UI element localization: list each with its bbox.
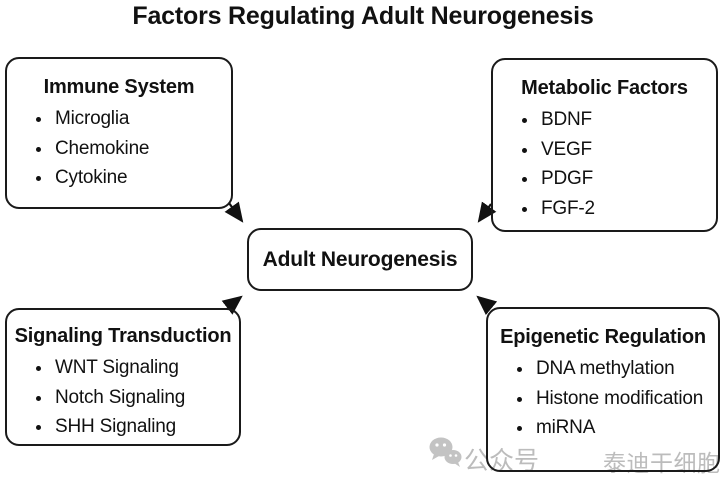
list-item: Notch Signaling xyxy=(53,383,233,413)
factor-box-epigenetic-regulation: Epigenetic Regulation DNA methylationHis… xyxy=(486,307,720,472)
center-node-adult-neurogenesis: Adult Neurogenesis xyxy=(247,228,473,291)
arrow-immune-to-center xyxy=(224,201,244,223)
list-item: FGF-2 xyxy=(539,194,710,224)
factor-list: BDNFVEGFPDGFFGF-2 xyxy=(493,105,716,223)
list-item: BDNF xyxy=(539,105,710,135)
factor-box-title: Immune System xyxy=(43,76,195,98)
list-item: Histone modification xyxy=(534,384,712,414)
factor-box-metabolic-factors: Metabolic Factors BDNFVEGFPDGFFGF-2 xyxy=(491,58,718,232)
factor-list: WNT SignalingNotch SignalingSHH Signalin… xyxy=(7,353,239,442)
list-item: VEGF xyxy=(539,135,710,165)
arrow-metabolic-to-center xyxy=(477,201,497,223)
list-item: SHH Signaling xyxy=(53,412,233,442)
factor-box-title: Metabolic Factors xyxy=(521,77,688,99)
factor-list: MicrogliaChemokineCytokine xyxy=(7,104,231,193)
factor-box-title: Epigenetic Regulation xyxy=(500,326,706,348)
list-item: Chemokine xyxy=(53,134,225,164)
wechat-icon xyxy=(429,437,462,467)
list-item: miRNA xyxy=(534,413,712,443)
list-item: PDGF xyxy=(539,164,710,194)
factor-box-title: Signaling Transduction xyxy=(14,325,232,347)
arrow-signaling-to-center xyxy=(221,295,243,315)
arrow-epigenetic-to-center xyxy=(476,295,498,316)
list-item: DNA methylation xyxy=(534,354,712,384)
list-item: Cytokine xyxy=(53,163,225,193)
page-title: Factors Regulating Adult Neurogenesis xyxy=(132,2,594,30)
factor-box-signaling-transduction: Signaling Transduction WNT SignalingNotc… xyxy=(5,308,241,446)
list-item: WNT Signaling xyxy=(53,353,233,383)
factor-box-immune-system: Immune System MicrogliaChemokineCytokine xyxy=(5,57,233,209)
factor-list: DNA methylationHistone modificationmiRNA xyxy=(488,354,718,443)
list-item: Microglia xyxy=(53,104,225,134)
